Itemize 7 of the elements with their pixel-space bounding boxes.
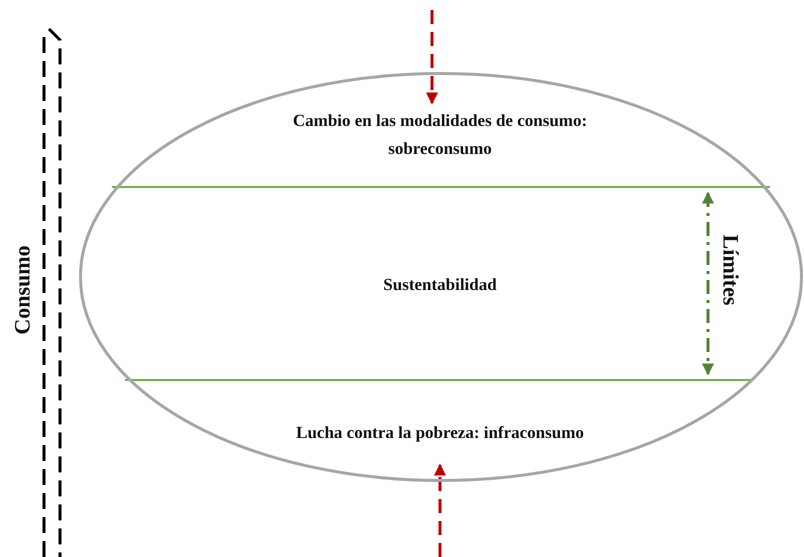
axis-label: Consumo bbox=[9, 245, 36, 335]
dimension-label: Límites bbox=[716, 234, 743, 306]
band-text: Lucha contra la pobreza: infraconsumo bbox=[235, 400, 645, 465]
band-text: Cambio en las modalidades de consumo: sobreconsumo bbox=[290, 103, 590, 167]
band-text: Sustentabilidad bbox=[300, 260, 580, 310]
arrow bbox=[426, 10, 438, 104]
arrow bbox=[434, 464, 446, 557]
